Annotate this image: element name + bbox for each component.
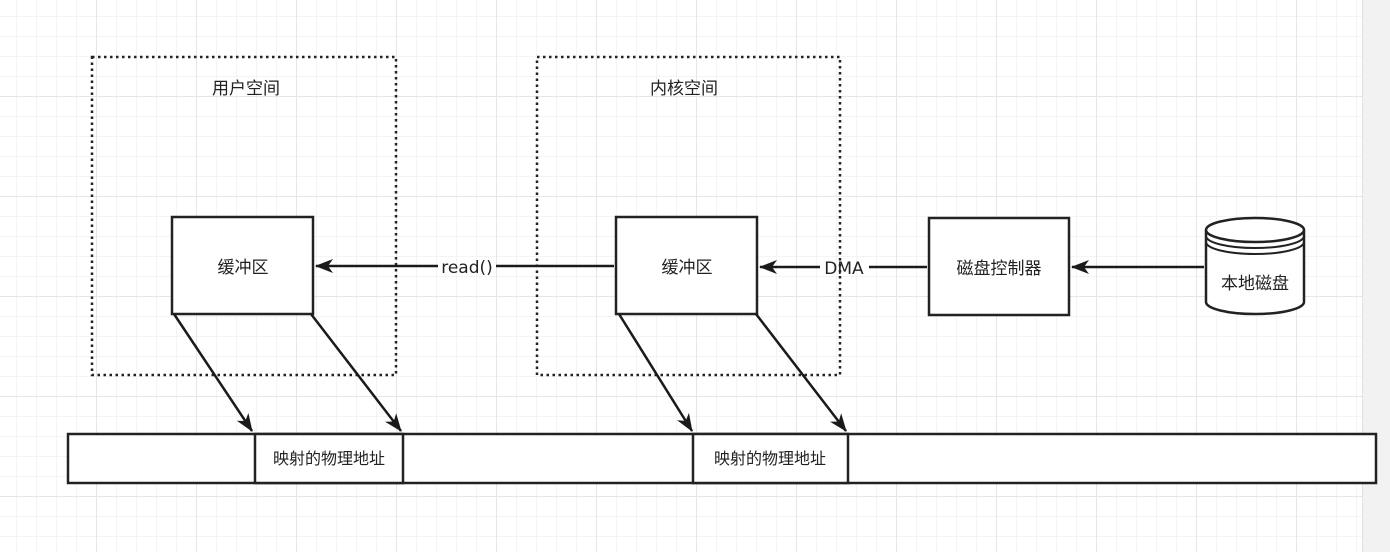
user-buffer-label: 缓冲区 <box>218 258 269 278</box>
user-buffer-box[interactable] <box>170 215 315 316</box>
mapped-address-kernel-label: 映射的物理地址 <box>714 449 826 468</box>
dma-label: DMA <box>824 259 864 279</box>
kernel-buffer-map-arrow-right[interactable] <box>755 313 847 432</box>
user-space-label: 用户空间 <box>212 79 280 99</box>
disk-controller-label: 磁盘控制器 <box>957 259 1042 279</box>
kernel-buffer-map-arrow-left[interactable] <box>617 313 694 432</box>
mapped-address-kernel-box[interactable] <box>691 432 850 485</box>
user-buffer-map-arrow-right[interactable] <box>310 313 402 432</box>
kernel-buffer-box[interactable] <box>614 215 759 316</box>
local-disk-label: 本地磁盘 <box>1221 274 1289 294</box>
mapped-address-user-label: 映射的物理地址 <box>273 449 385 468</box>
kernel-space-region[interactable] <box>535 55 842 377</box>
user-space-region[interactable] <box>90 55 398 377</box>
read-call-label: read() <box>441 258 493 278</box>
local-disk-cylinder[interactable] <box>1204 216 1306 316</box>
user-buffer-map-arrow-left[interactable] <box>172 313 254 432</box>
kernel-space-label: 内核空间 <box>650 79 718 99</box>
disk-controller-box[interactable] <box>927 216 1071 317</box>
mapped-address-user-box[interactable] <box>253 432 405 485</box>
kernel-buffer-label: 缓冲区 <box>662 258 713 278</box>
